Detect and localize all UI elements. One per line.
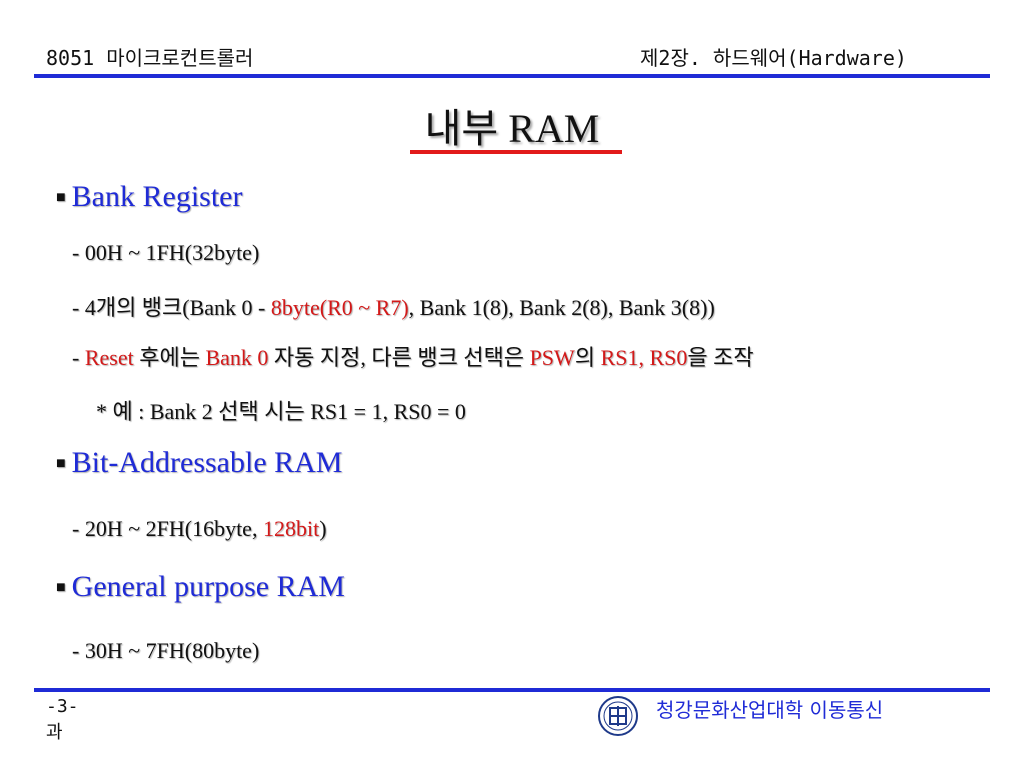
- page-number-suffix: 과: [46, 722, 63, 743]
- bank-reset-text-red4: RS1, RS0: [600, 345, 688, 370]
- square-bullet-icon: ■: [56, 579, 66, 596]
- bank-reset-text-red1: Reset: [84, 345, 134, 370]
- bit-range-text-red: 128bit: [262, 516, 320, 541]
- general-purpose-heading: General purpose RAM: [71, 570, 345, 603]
- footer-page-number: -3- 과: [46, 694, 79, 746]
- bullet-general-purpose-ram: ■ General purpose RAM: [56, 570, 345, 604]
- title-underline: [410, 150, 622, 154]
- page-title: 내부 RAM: [424, 106, 600, 151]
- bank-reset-text-red2: Bank 0: [205, 345, 269, 370]
- school-name: 청강문화산업대학 이동통신: [656, 698, 884, 722]
- bank-count-text-red: 8byte(R0 ~ R7): [270, 295, 409, 320]
- bank-count-text-a: - 4개의 뱅크(Bank 0 -: [72, 295, 271, 320]
- bit-range-text-b: ): [319, 516, 327, 541]
- bank-count-text-b: , Bank 1(8), Bank 2(8), Bank 3(8)): [408, 295, 715, 320]
- school-emblem-icon: [598, 696, 638, 736]
- footer-rule: [34, 688, 990, 692]
- bank-reset-line: - Reset 후에는 Bank 0 자동 지정, 다른 뱅크 선택은 PSW의…: [72, 340, 754, 372]
- bit-addressable-heading: Bit-Addressable RAM: [71, 446, 343, 479]
- bit-range-text-a: - 20H ~ 2FH(16byte,: [72, 516, 263, 541]
- bank-reset-text-e: 을 조작: [687, 345, 754, 370]
- square-bullet-icon: ■: [56, 189, 66, 206]
- bullet-bank-register: ■ Bank Register: [56, 180, 242, 214]
- bit-range-line: - 20H ~ 2FH(16byte, 128bit): [72, 516, 327, 542]
- header-course-title: 8051 마이크로컨트롤러: [46, 46, 254, 70]
- header-rule: [34, 74, 990, 78]
- bank-reset-text-b: 후에는: [133, 345, 206, 370]
- bank-example-line: * 예 : Bank 2 선택 시는 RS1 = 1, RS0 = 0: [96, 399, 466, 424]
- bank-reset-text-d: 의: [574, 345, 601, 370]
- square-bullet-icon: ■: [56, 455, 66, 472]
- general-range-line: - 30H ~ 7FH(80byte): [72, 638, 260, 663]
- bank-register-heading: Bank Register: [71, 180, 243, 213]
- bank-count-line: - 4개의 뱅크(Bank 0 - 8byte(R0 ~ R7), Bank 1…: [72, 290, 715, 322]
- bullet-bit-addressable-ram: ■ Bit-Addressable RAM: [56, 446, 342, 480]
- header-chapter-title: 제2장. 하드웨어(Hardware): [640, 46, 907, 70]
- bank-reset-text-c: 자동 지정, 다른 뱅크 선택은: [268, 345, 530, 370]
- page-number-text: -3-: [46, 696, 79, 717]
- bank-reset-text-a: -: [72, 345, 85, 370]
- bank-range-line: - 00H ~ 1FH(32byte): [72, 240, 260, 265]
- bank-reset-text-red3: PSW: [529, 345, 575, 370]
